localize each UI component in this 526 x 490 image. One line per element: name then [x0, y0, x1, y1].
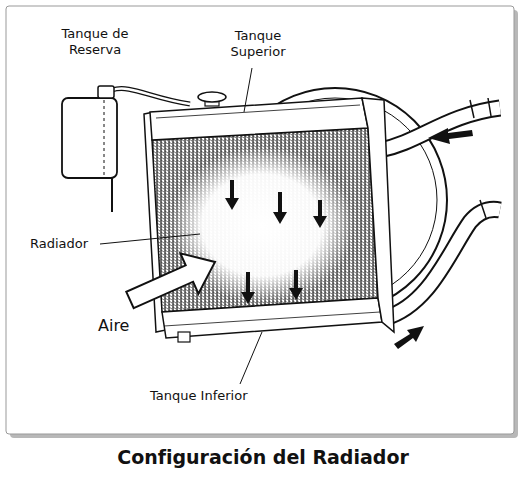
upper-hose [380, 98, 500, 150]
flow-arrow [273, 192, 287, 224]
flow-arrow [394, 326, 424, 349]
part-label: Tanque Superior [213, 28, 303, 59]
flow-arrows [225, 128, 473, 349]
hose-fill [385, 209, 500, 318]
flow-arrow [313, 200, 327, 228]
leader-lines [100, 68, 262, 384]
drain-tube [111, 178, 113, 212]
radiator [144, 92, 394, 342]
hose-outline [385, 209, 500, 318]
part-label: Tanque de Reserva [50, 26, 140, 57]
overflow-hose [112, 89, 190, 104]
frame [6, 6, 514, 434]
radiator-cap [198, 92, 226, 102]
overflow-hose-fill [112, 89, 190, 104]
flow-arrow [289, 270, 303, 300]
hose-outline [380, 108, 500, 150]
reserve-tank [62, 86, 190, 212]
flow-arrow [428, 128, 473, 144]
side-bracket [362, 98, 394, 332]
diagram-title: Configuración del Radiador [0, 446, 526, 468]
lower-hose [385, 200, 500, 318]
flow-arrow [225, 180, 239, 210]
level-tube [104, 100, 105, 176]
leader-line [244, 68, 252, 112]
flow-arrow [241, 272, 255, 304]
tank-seam [164, 312, 380, 326]
leader-line [100, 234, 200, 244]
leader-line [240, 332, 262, 384]
reserve-tank-body [62, 98, 117, 178]
tank-seam [156, 105, 360, 118]
hose-clamp [470, 98, 491, 118]
lower-tank [162, 298, 382, 338]
part-label: Radiador [30, 236, 88, 252]
drain-plug [178, 332, 190, 342]
hose-fill [380, 108, 500, 150]
part-label: Aire [98, 316, 129, 335]
hose-clamp [480, 200, 486, 218]
reserve-cap [98, 86, 114, 98]
air-arrow [126, 253, 215, 308]
part-label: Tanque Inferior [150, 388, 248, 404]
